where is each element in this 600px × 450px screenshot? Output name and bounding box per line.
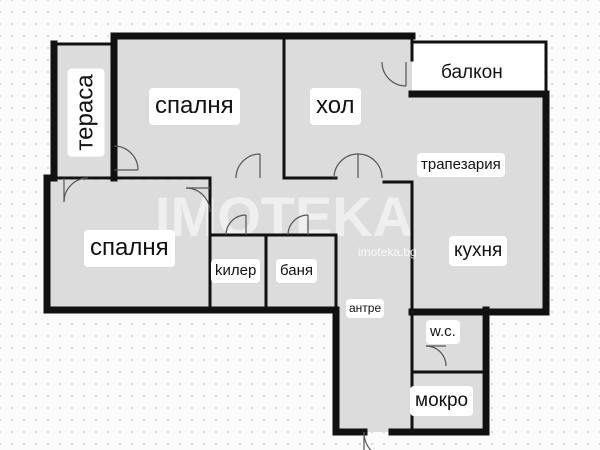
watermark-brand: IMOTEKA [155, 185, 413, 248]
door-arc [363, 431, 372, 450]
door-arc [287, 214, 309, 236]
room-label-banya: баня [276, 259, 317, 283]
door-arc [113, 145, 139, 171]
doors [63, 61, 447, 450]
room-label-hol: хол [310, 88, 361, 125]
room-label-kuhnya: кухня [449, 236, 508, 266]
inner-walls [45, 34, 548, 434]
trapezariya-area [412, 94, 546, 310]
room-label-kiler: kилер [211, 259, 261, 283]
room-label-trapezariya: трапезария [417, 153, 505, 177]
room-label-spalnya-top: спалня [149, 88, 240, 125]
door-arc [225, 214, 247, 236]
room-label-terasa: тераса [67, 68, 105, 157]
watermark-url: imoteka.bg [358, 245, 417, 259]
door-arc [333, 153, 359, 179]
door-arc [381, 61, 407, 87]
room-label-antre: антре [346, 299, 385, 318]
room-label-wc: w.c. [426, 320, 460, 344]
door-arc [235, 153, 261, 179]
room-label-spalnya-left: спалня [84, 230, 175, 267]
hol-lower-area [210, 178, 412, 310]
room-label-mokro: мокро [410, 386, 474, 416]
room-label-balkon: балкон [436, 58, 508, 88]
door-arc [357, 153, 383, 179]
